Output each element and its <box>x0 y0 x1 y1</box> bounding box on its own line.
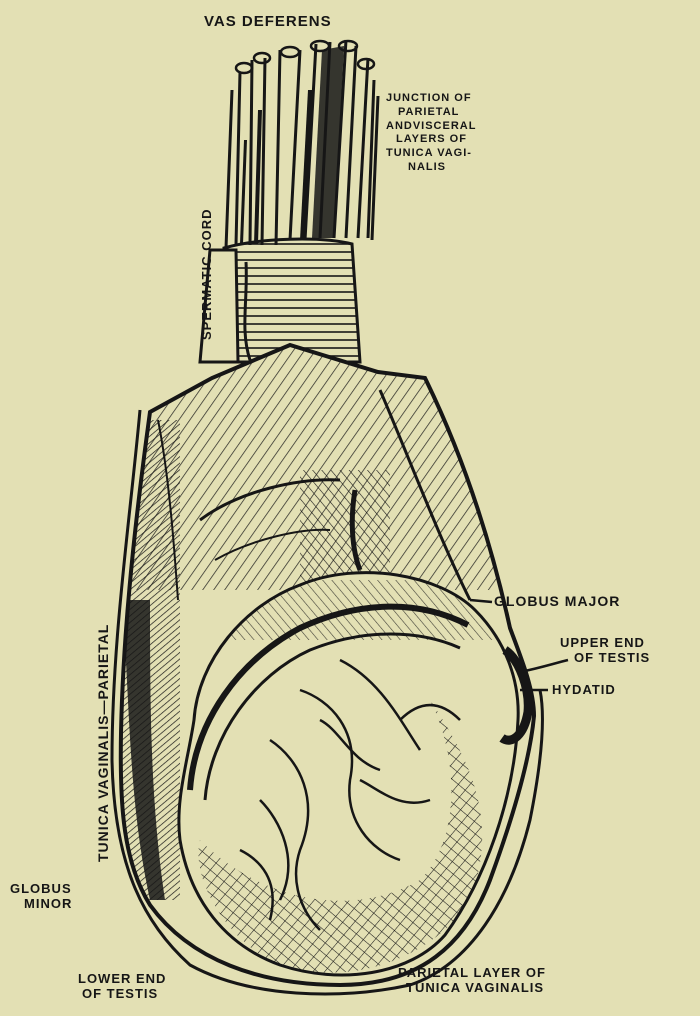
label-junction-line-2: PARIETAL <box>386 106 476 120</box>
label-parietal-layer-of-tunica-vaginalis: PARIETAL LAYER OF TUNICA VAGINALIS <box>398 966 546 995</box>
label-vas-deferens: VAS DEFERENS <box>204 14 332 31</box>
label-junction-parietal-visceral: JUNCTION OF PARIETAL ANDVISCERAL LAYERS … <box>386 92 476 175</box>
label-junction-line-1: JUNCTION OF <box>386 92 476 106</box>
label-junction-line-5: TUNICA VAGI- <box>386 147 476 161</box>
label-parietal-layer-line-2: TUNICA VAGINALIS <box>398 981 546 996</box>
label-junction-line-3: ANDVISCERAL <box>386 120 476 134</box>
label-hydatid: HYDATID <box>552 683 616 698</box>
label-globus-minor-line-1: GLOBUS <box>10 882 72 897</box>
label-tunica-vaginalis-parietal: TUNICA VAGINALIS—PARIETAL <box>96 624 112 862</box>
label-upper-end-of-testis: UPPER END OF TESTIS <box>560 636 650 665</box>
cord-sheath <box>200 239 360 362</box>
label-globus-major: GLOBUS MAJOR <box>494 594 620 610</box>
label-lower-end-of-testis: LOWER END OF TESTIS <box>78 972 166 1001</box>
label-lower-end-line-1: LOWER END <box>78 972 166 987</box>
label-globus-minor-line-2: MINOR <box>10 897 72 912</box>
label-junction-line-6: NALIS <box>386 161 476 175</box>
label-lower-end-line-2: OF TESTIS <box>78 987 166 1002</box>
label-globus-minor: GLOBUS MINOR <box>10 882 72 911</box>
label-spermatic-cord: SPERMATIC CORD <box>200 209 215 340</box>
label-upper-end-line-1: UPPER END <box>560 636 650 651</box>
label-parietal-layer-line-1: PARIETAL LAYER OF <box>398 966 546 981</box>
label-upper-end-line-2: OF TESTIS <box>560 651 650 666</box>
label-junction-line-4: LAYERS OF <box>386 133 476 147</box>
